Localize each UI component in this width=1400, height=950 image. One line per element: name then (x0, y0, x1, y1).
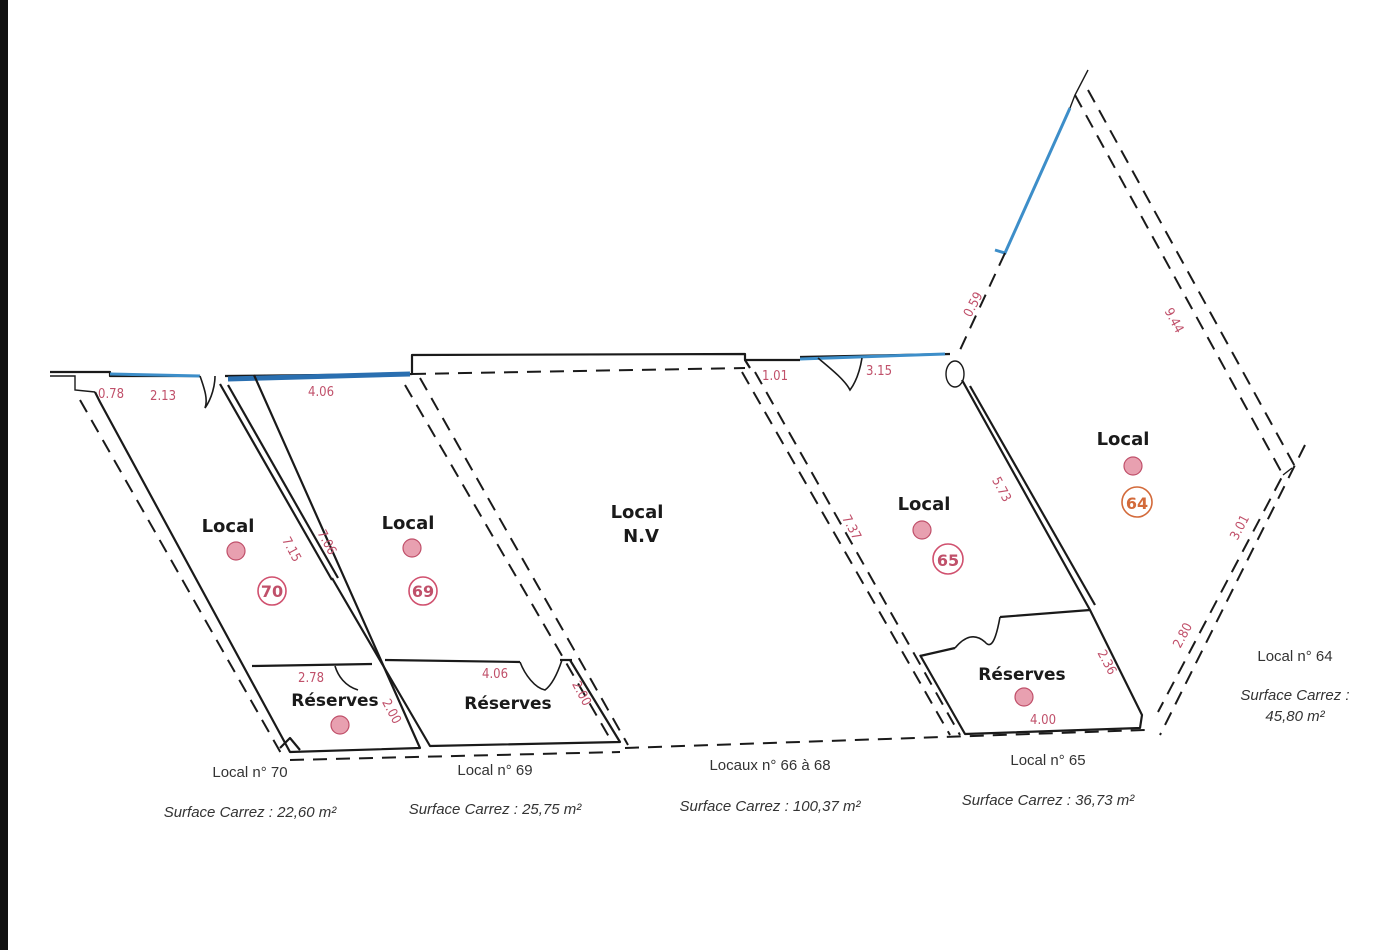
unit-65-walls (919, 379, 1144, 736)
unit-70-walls (79, 374, 422, 756)
room-label-nv-line2: N.V (623, 526, 659, 547)
caption-name-66-68: Locaux n° 66 à 68 (709, 757, 830, 774)
glazing (109, 107, 1072, 382)
dim-213: 2.13 (150, 389, 176, 404)
column (945, 360, 965, 388)
captions: Local n° 70 Surface Carrez : 22,60 m² Lo… (164, 648, 1350, 821)
caption-surface-64-line1: Surface Carrez : (1240, 687, 1349, 704)
room-label-70: Local (202, 516, 255, 537)
unit-badge-icon (912, 520, 932, 540)
unit-number-circle-70 (257, 576, 287, 606)
dim-301: 3.01 (1228, 513, 1253, 543)
caption-surface-69: Surface Carrez : 25,75 m² (409, 801, 583, 818)
dim-059: 0.59 (961, 290, 986, 320)
unit-69-walls (219, 383, 622, 748)
room-label-64: Local (1097, 429, 1150, 450)
dim-573: 5.73 (988, 475, 1013, 505)
dim-406-top: 4.06 (308, 385, 334, 400)
dim-400: 4.00 (1030, 713, 1056, 728)
unit-nv-walls (289, 367, 1146, 761)
room-labels: Local 70 Local 69 Local N.V Local 65 Loc… (202, 429, 1153, 735)
caption-surface-64-line2: 45,80 m² (1265, 708, 1325, 725)
door-69-reserve (519, 659, 563, 691)
unit-number-circle-69 (408, 576, 438, 606)
unit-number-69: 69 (412, 582, 434, 601)
dim-406-res: 4.06 (482, 667, 508, 682)
dim-236: 2.36 (1094, 648, 1119, 678)
dim-078: 0.78 (98, 387, 124, 402)
unit-badge-icon (402, 538, 422, 558)
dim-278: 2.78 (298, 671, 324, 686)
door-70 (199, 375, 216, 409)
dim-315: 3.15 (866, 364, 892, 379)
dim-101: 1.01 (762, 369, 788, 384)
dim-715: 7.15 (278, 535, 303, 565)
unit-badge-icon (1123, 456, 1143, 476)
caption-surface-66-68: Surface Carrez : 100,37 m² (680, 798, 862, 815)
dim-737: 7.37 (838, 513, 863, 543)
scan-edge (0, 0, 8, 950)
door-65 (817, 357, 863, 392)
door-70-reserve (334, 665, 359, 691)
caption-name-70: Local n° 70 (212, 764, 287, 781)
unit-number-circle-65 (932, 543, 964, 575)
unit-64-walls (959, 69, 1306, 736)
unit-number-65: 65 (937, 551, 959, 570)
unit-number-circle-64 (1121, 486, 1153, 518)
room-label-65: Local (898, 494, 951, 515)
unit-badge-icon (1014, 687, 1034, 707)
unit-number-64: 64 (1126, 494, 1148, 513)
unit-badge-icon (226, 541, 246, 561)
dimensions: 0.78 2.13 4.06 1.01 3.15 7.15 7.06 7.37 … (98, 290, 1253, 728)
caption-name-64: Local n° 64 (1257, 648, 1332, 665)
room-label-nv-line1: Local (611, 502, 664, 523)
reserve-label-65: Réserves (978, 665, 1065, 685)
caption-name-69: Local n° 69 (457, 762, 532, 779)
reserve-label-69: Réserves (464, 694, 551, 714)
caption-surface-65: Surface Carrez : 36,73 m² (962, 792, 1136, 809)
dim-944: 9.44 (1161, 306, 1186, 336)
caption-name-65: Local n° 65 (1010, 752, 1085, 769)
unit-number-70: 70 (261, 582, 283, 601)
reserve-label-70: Réserves (291, 691, 378, 711)
caption-surface-70: Surface Carrez : 22,60 m² (164, 804, 338, 821)
unit-badge-icon (330, 715, 350, 735)
room-label-69: Local (382, 513, 435, 534)
door-65-reserve (954, 616, 1001, 649)
